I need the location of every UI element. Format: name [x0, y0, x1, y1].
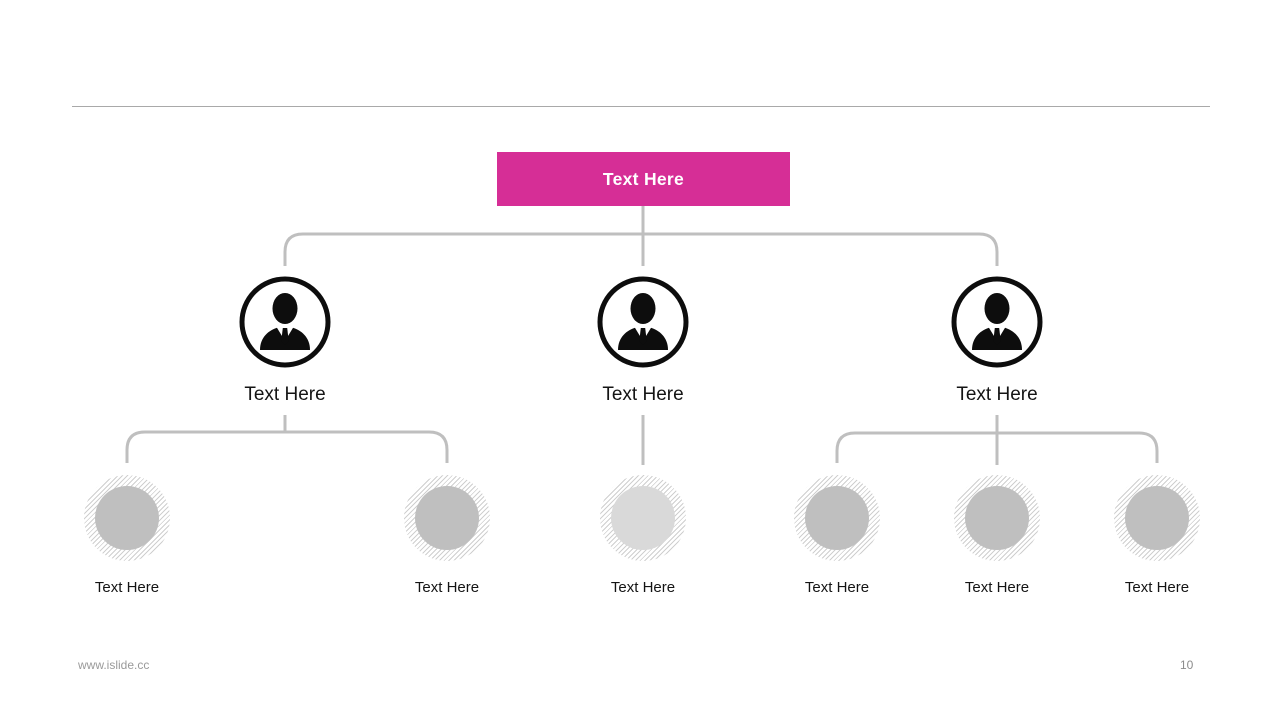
child-node-fill: [965, 486, 1029, 550]
child-node-5[interactable]: [954, 475, 1040, 561]
manager-avatar-3[interactable]: [949, 274, 1045, 370]
manager-label-2: Text Here: [602, 384, 684, 405]
root-node-label: Text Here: [602, 168, 685, 189]
businessman-icon: [239, 276, 331, 368]
businessman-icon: [597, 276, 689, 368]
page-number: 10: [1180, 658, 1194, 672]
manager-avatar-2[interactable]: [595, 274, 691, 370]
child-label-6: Text Here: [1124, 579, 1190, 596]
manager-label-3: Text Here: [956, 384, 1038, 405]
child-node-4[interactable]: [794, 475, 880, 561]
child-node-3[interactable]: [600, 475, 686, 561]
child-node-2[interactable]: [404, 475, 490, 561]
child-node-fill: [415, 486, 479, 550]
child-node-6[interactable]: [1114, 475, 1200, 561]
child-label-5: Text Here: [964, 579, 1030, 596]
child-label-4: Text Here: [804, 579, 870, 596]
child-node-fill: [1125, 486, 1189, 550]
child-label-2: Text Here: [414, 579, 480, 596]
top-divider: [72, 106, 1210, 107]
child-node-fill: [611, 486, 675, 550]
child-node-fill: [95, 486, 159, 550]
child-node-1[interactable]: [84, 475, 170, 561]
manager-label-1: Text Here: [244, 384, 326, 405]
footer-website-link[interactable]: www.islide.cc: [78, 658, 150, 672]
child-node-fill: [805, 486, 869, 550]
manager-avatar-1[interactable]: [237, 274, 333, 370]
child-label-3: Text Here: [610, 579, 676, 596]
businessman-icon: [951, 276, 1043, 368]
root-node[interactable]: Text Here: [497, 152, 790, 206]
child-label-1: Text Here: [94, 579, 160, 596]
